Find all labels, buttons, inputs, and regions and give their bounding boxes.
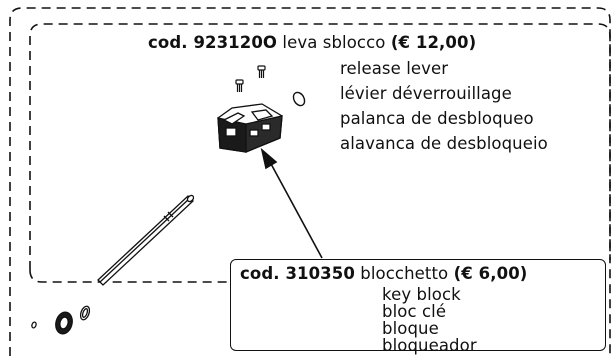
part-1-code: cod. 923120O	[148, 33, 278, 52]
part-2-name-es: bloque	[382, 319, 439, 338]
part-2-callout-box	[230, 259, 606, 351]
o-ring-top	[292, 91, 306, 107]
screw-parts	[235, 65, 266, 92]
part-2-name-fr: bloc clé	[382, 302, 447, 321]
part-1-name-fr: lévier déverrouillage	[340, 84, 512, 103]
shaft-part	[97, 194, 195, 286]
part-2-name-en: key block	[382, 285, 461, 304]
part-1-name-pt: alavanca de desbloqueio	[340, 134, 548, 153]
part-1-price: (€ 12,00)	[390, 33, 477, 52]
part-1-name-es: palanca de desbloqueo	[340, 109, 534, 128]
part-1-name-en: release lever	[340, 59, 449, 78]
part-1-heading: cod. 923120O leva sblocco (€ 12,00)	[148, 32, 476, 54]
part-2-name-it: blocchetto	[360, 264, 449, 283]
release-lever-part	[217, 103, 283, 153]
inner-dashed-panel	[29, 23, 611, 283]
part-1-name-it: leva sblocco	[282, 33, 386, 52]
ring-parts	[31, 305, 91, 335]
callout-arrow	[260, 147, 323, 259]
part-2-heading: cod. 310350 blocchetto (€ 6,00)	[240, 263, 527, 285]
part-2-name-pt: bloqueador	[382, 336, 477, 355]
outer-dashed-frame	[9, 7, 611, 356]
part-2-price: (€ 6,00)	[453, 264, 528, 283]
part-2-code: cod. 310350	[240, 264, 355, 283]
